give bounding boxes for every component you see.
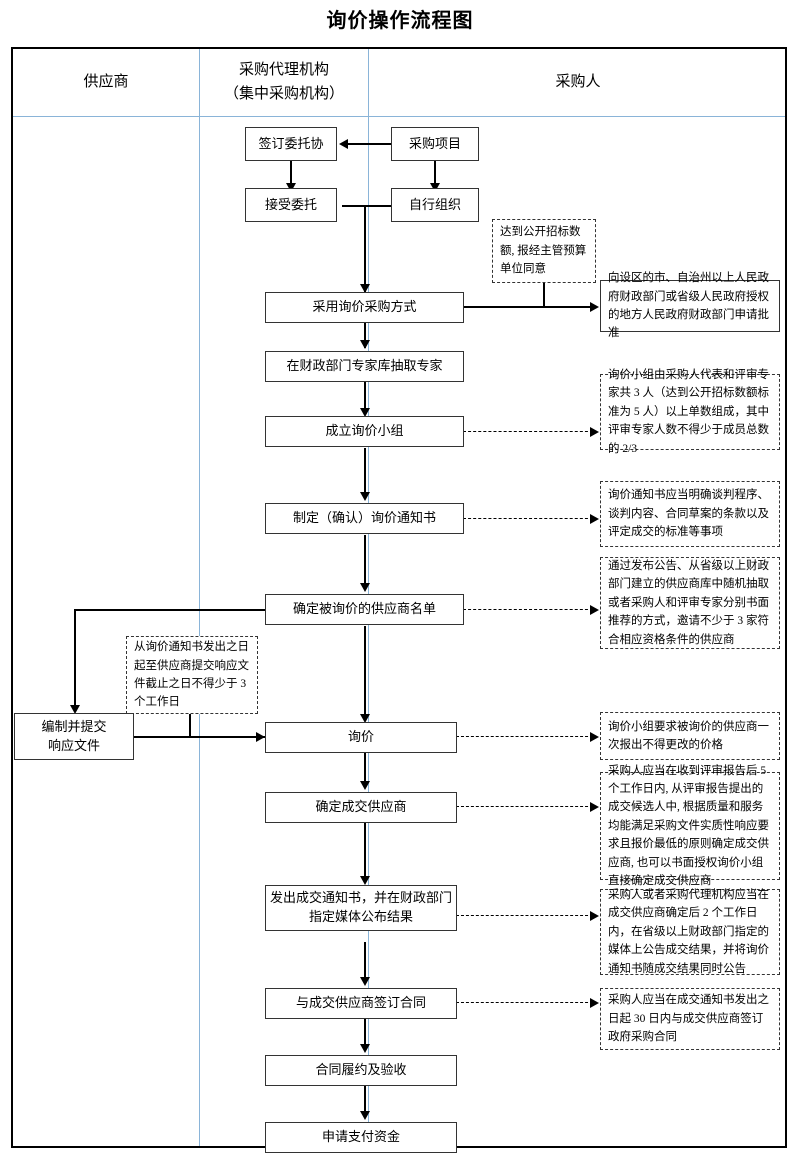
node-accept-entrust[interactable]: 接受委托 bbox=[245, 188, 337, 222]
arrowhead-inquiry-to-note bbox=[590, 731, 599, 742]
node-prepare-submit-response[interactable]: 编制并提交 响应文件 bbox=[14, 713, 134, 760]
node-inquiry[interactable]: 询价 bbox=[265, 722, 457, 753]
arrowhead-issue-to-contract bbox=[360, 977, 370, 986]
connector-sign-to-accept bbox=[290, 160, 292, 185]
node-determine-supplier-list[interactable]: 确定被询价的供应商名单 bbox=[265, 594, 464, 625]
connector-project-to-self bbox=[434, 160, 436, 185]
arrowhead-sign-to-accept bbox=[286, 183, 296, 192]
arrowhead-join-to-method bbox=[360, 284, 370, 293]
node-form-inquiry-group[interactable]: 成立询价小组 bbox=[265, 416, 464, 447]
arrowhead-method-to-approval bbox=[590, 301, 599, 312]
connector-list-to-note bbox=[463, 609, 593, 610]
header-divider bbox=[13, 116, 785, 117]
column-header-buyer: 采购人 bbox=[555, 73, 601, 90]
node-apply-payment[interactable]: 申请支付资金 bbox=[265, 1122, 457, 1153]
note-open-tender-threshold: 达到公开招标数额, 报经主管预算单位同意 bbox=[492, 219, 596, 283]
node-sign-entrust[interactable]: 签订委托协 bbox=[245, 127, 337, 161]
note-contract-sign-rule: 采购人应当在成交通知书发出之日起 30 日内与成交供应商签订政府采购合同 bbox=[600, 988, 780, 1050]
arrowhead-list-to-note bbox=[590, 604, 599, 615]
connector-group-to-notice bbox=[364, 448, 366, 498]
node-issue-notice-publish[interactable]: 发出成交通知书，并在财政部门指定媒体公布结果 bbox=[265, 885, 457, 931]
arrowhead-response-to-inquiry bbox=[256, 731, 265, 742]
connector-response-to-inquiry bbox=[133, 736, 267, 738]
column-header-agency-line2: （集中采购机构） bbox=[223, 85, 344, 102]
arrowhead-group-to-note bbox=[590, 426, 599, 437]
arrowhead-list-to-inquiry bbox=[360, 714, 370, 723]
note-inquiry-group-composition: 询价小组由采购人代表和评审专家共 3 人（达到公开招标数额标准为 5 人）以上单… bbox=[600, 369, 780, 455]
connector-issue-to-note bbox=[456, 915, 593, 916]
node-sign-contract[interactable]: 与成交供应商签订合同 bbox=[265, 988, 457, 1019]
arrowhead-inquiry-to-winner bbox=[360, 781, 370, 790]
connector-contract-to-note bbox=[456, 1002, 593, 1003]
page-title: 询价操作流程图 bbox=[326, 10, 474, 32]
note-publish-result-rule: 采购人或者采购代理机构应当在成交供应商确定后 2 个工作日内，在省级以上财政部门… bbox=[600, 889, 780, 975]
node-self-organize[interactable]: 自行组织 bbox=[391, 188, 479, 222]
connector-list-to-supplier-h bbox=[74, 609, 266, 611]
connector-inquiry-to-note bbox=[456, 736, 593, 737]
connector-deadline-note-stub bbox=[189, 713, 191, 737]
arrowhead-method-to-experts bbox=[360, 340, 370, 349]
note-approval-authority: 向设区的市、自治州以上人民政府财政部门或省级人民政府授权的地方人民政府财政部门申… bbox=[600, 272, 780, 339]
arrowhead-notice-to-note bbox=[590, 513, 599, 524]
arrowhead-winner-to-issue bbox=[360, 876, 370, 885]
connector-list-to-supplier-v bbox=[74, 609, 76, 709]
column-header-agency: 采购代理机构 （集中采购机构） bbox=[200, 49, 368, 116]
connector-experts-to-group bbox=[364, 382, 366, 415]
connector-join-horizontal bbox=[342, 205, 392, 207]
node-use-inquiry-method[interactable]: 采用询价采购方式 bbox=[265, 292, 464, 323]
connector-notice-to-note bbox=[463, 518, 593, 519]
note-inquiry-notice-contents: 询价通知书应当明确谈判程序、谈判内容、合同草案的条款以及评定成交的标准等事项 bbox=[600, 481, 780, 547]
note-one-time-quote: 询价小组要求被询价的供应商一次报出不得更改的价格 bbox=[600, 712, 780, 760]
arrowhead-group-to-notice bbox=[360, 492, 370, 501]
column-header-agency-line1: 采购代理机构 bbox=[238, 62, 329, 79]
arrowhead-notice-to-list bbox=[360, 583, 370, 592]
connector-project-to-sign bbox=[348, 143, 392, 145]
node-make-inquiry-notice[interactable]: 制定（确认）询价通知书 bbox=[265, 503, 464, 534]
connector-contract-to-performance bbox=[364, 1019, 366, 1051]
connector-notice-to-list bbox=[364, 535, 366, 589]
arrowhead-performance-to-payment bbox=[360, 1111, 370, 1120]
node-contract-performance[interactable]: 合同履约及验收 bbox=[265, 1055, 457, 1086]
node-prepare-submit-response-line1: 编制并提交 bbox=[41, 718, 107, 734]
connector-method-to-approval bbox=[463, 306, 593, 308]
connector-inquiry-to-winner bbox=[364, 753, 366, 788]
arrowhead-project-to-sign bbox=[339, 138, 348, 149]
arrowhead-experts-to-group bbox=[360, 408, 370, 417]
connector-list-to-inquiry bbox=[364, 626, 366, 721]
arrowhead-issue-to-note bbox=[590, 910, 599, 921]
column-divider-1 bbox=[199, 49, 200, 1146]
column-header-supplier: 供应商 bbox=[83, 73, 129, 90]
node-purchase-project[interactable]: 采购项目 bbox=[391, 127, 479, 161]
note-determine-winner-rule: 采购人应当在收到评审报告后 5 个工作日内, 从评审报告提出的成交候选人中, 根… bbox=[600, 765, 780, 887]
node-draw-experts[interactable]: 在财政部门专家库抽取专家 bbox=[265, 351, 464, 382]
note-response-deadline: 从询价通知书发出之日起至供应商提交响应文件截止之日不得少于 3 个工作日 bbox=[126, 636, 258, 714]
connector-group-to-note bbox=[463, 431, 593, 432]
node-prepare-submit-response-line2: 响应文件 bbox=[47, 737, 100, 753]
connector-threshold-note-stub bbox=[543, 282, 545, 307]
arrowhead-winner-to-note bbox=[590, 801, 599, 812]
arrowhead-list-to-supplier bbox=[70, 705, 80, 714]
connector-winner-to-note bbox=[456, 806, 593, 807]
connector-winner-to-issue bbox=[364, 823, 366, 883]
arrowhead-project-to-self bbox=[430, 183, 440, 192]
connector-method-to-experts bbox=[364, 323, 366, 348]
arrowhead-contract-to-note bbox=[590, 997, 599, 1008]
node-determine-winning-supplier[interactable]: 确定成交供应商 bbox=[265, 792, 457, 823]
connector-issue-to-contract bbox=[364, 942, 366, 984]
connector-performance-to-payment bbox=[364, 1086, 366, 1118]
connector-join-vertical bbox=[364, 205, 366, 293]
note-supplier-selection-method: 通过发布公告、从省级以上财政部门建立的供应商库中随机抽取或者采购人和评审专家分别… bbox=[600, 557, 780, 649]
arrowhead-contract-to-performance bbox=[360, 1044, 370, 1053]
